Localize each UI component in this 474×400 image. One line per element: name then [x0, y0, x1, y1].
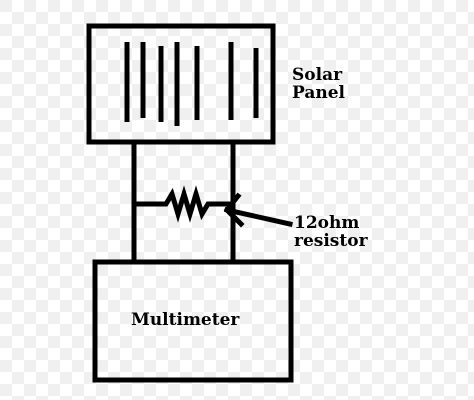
solar-panel-label: Solar Panel — [292, 66, 345, 103]
solar-panel-stripes — [124, 42, 259, 126]
resistor-arrow-head — [223, 192, 245, 228]
solar-panel-label-line1: Solar — [292, 65, 343, 85]
multimeter-box — [92, 259, 294, 383]
solar-panel-box — [86, 23, 276, 145]
multimeter-label: Multimeter — [131, 310, 240, 330]
resistor-label-line1: 12ohm — [294, 213, 360, 233]
resistor-arrow-shaft — [224, 207, 293, 227]
resistor-label-line2: resistor — [294, 231, 368, 252]
resistor-label: 12ohm resistor — [294, 214, 368, 251]
resistor-zigzag — [131, 185, 236, 223]
solar-panel-label-line2: Panel — [292, 83, 345, 104]
